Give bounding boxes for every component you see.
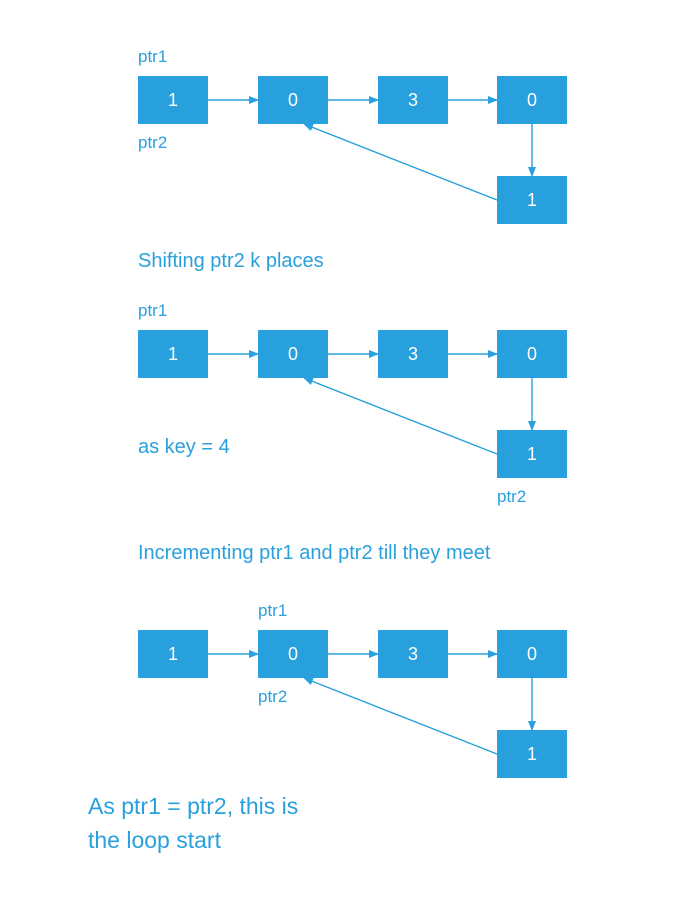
node-box — [378, 330, 448, 378]
caption-shift: Shifting ptr2 k places — [138, 250, 324, 272]
node-value: 1 — [527, 744, 537, 764]
pointer-label-ptr1: ptr1 — [138, 301, 167, 320]
node-value: 0 — [288, 644, 298, 664]
list-node: 3 — [378, 76, 448, 124]
node-box — [378, 76, 448, 124]
list-node: 1 — [138, 330, 208, 378]
list-node: 3 — [378, 630, 448, 678]
list-node: 1 — [138, 630, 208, 678]
list-node: 1 — [138, 76, 208, 124]
node-value: 0 — [527, 644, 537, 664]
panel-after-shift: 1 0 3 0 1 ptr1 ptr2 — [138, 301, 567, 506]
node-value: 1 — [527, 444, 537, 464]
pointer-label-ptr1: ptr1 — [258, 601, 287, 620]
node-box — [258, 630, 328, 678]
node-box — [497, 430, 567, 478]
node-value: 3 — [408, 90, 418, 110]
node-box — [138, 630, 208, 678]
node-value: 0 — [288, 90, 298, 110]
pointer-label-ptr2: ptr2 — [258, 687, 287, 706]
node-box — [497, 730, 567, 778]
list-node: 0 — [497, 630, 567, 678]
node-value: 0 — [288, 344, 298, 364]
list-node: 0 — [258, 330, 328, 378]
node-box — [138, 330, 208, 378]
list-node: 1 — [497, 430, 567, 478]
node-box — [378, 630, 448, 678]
loop-back-arrow — [303, 377, 498, 455]
list-node: 0 — [258, 76, 328, 124]
list-node: 0 — [497, 76, 567, 124]
panel-initial: 1 0 3 0 1 ptr1 ptr2 — [138, 47, 567, 224]
node-value: 0 — [527, 90, 537, 110]
node-box — [258, 76, 328, 124]
loop-back-arrow — [303, 677, 498, 755]
node-box — [258, 330, 328, 378]
node-box — [497, 630, 567, 678]
caption-increment: Incrementing ptr1 and ptr2 till they mee… — [138, 542, 491, 564]
pointer-label-ptr2: ptr2 — [138, 133, 167, 152]
node-value: 3 — [408, 644, 418, 664]
node-value: 1 — [168, 90, 178, 110]
caption-conclusion-line2: the loop start — [88, 827, 222, 853]
node-value: 1 — [168, 344, 178, 364]
list-node: 1 — [497, 176, 567, 224]
pointer-label-ptr1: ptr1 — [138, 47, 167, 66]
node-value: 3 — [408, 344, 418, 364]
list-node: 0 — [497, 330, 567, 378]
pointer-label-ptr2: ptr2 — [497, 487, 526, 506]
node-box — [497, 176, 567, 224]
node-box — [497, 330, 567, 378]
caption-key: as key = 4 — [138, 436, 230, 458]
loop-back-arrow — [303, 123, 498, 201]
caption-conclusion-line1: As ptr1 = ptr2, this is — [88, 793, 298, 819]
node-value: 1 — [168, 644, 178, 664]
list-node: 1 — [497, 730, 567, 778]
node-value: 1 — [527, 190, 537, 210]
node-value: 0 — [527, 344, 537, 364]
list-node: 3 — [378, 330, 448, 378]
node-box — [497, 76, 567, 124]
node-box — [138, 76, 208, 124]
panel-meeting: 1 0 3 0 1 ptr1 ptr2 — [138, 601, 567, 778]
list-node: 0 — [258, 630, 328, 678]
